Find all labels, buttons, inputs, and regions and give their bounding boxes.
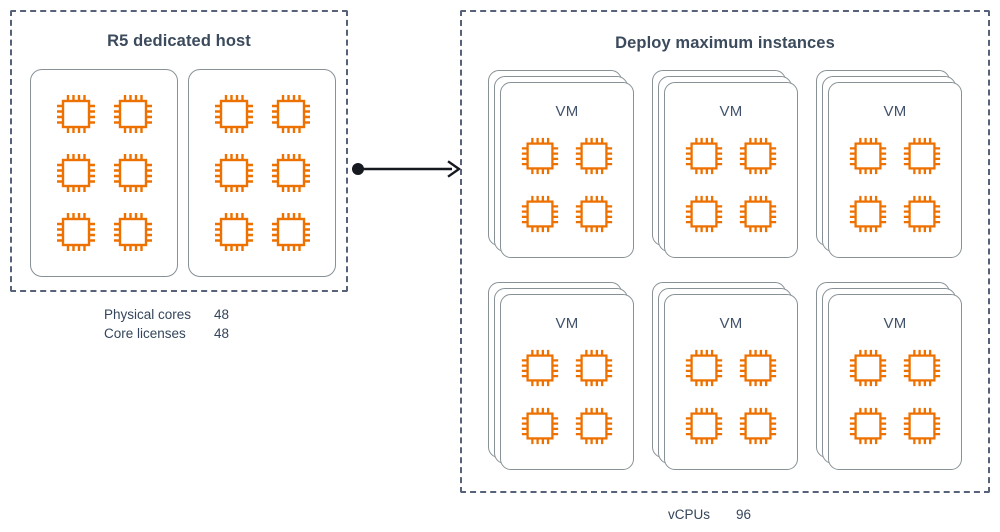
metric-value: 96 (736, 507, 752, 522)
cpu-chip-icon (573, 347, 615, 389)
vm-card-front: VM (828, 82, 962, 258)
cpu-chip-icon (269, 210, 313, 254)
deploy-panel-title: Deploy maximum instances (615, 34, 835, 52)
cpu-socket-box (30, 69, 178, 277)
cpu-chip-icon (683, 193, 725, 235)
vm-card-stack: VM (652, 70, 798, 258)
cpu-chip-icon (519, 193, 561, 235)
cpu-chip-icon (847, 405, 889, 447)
cpu-chip-icon (111, 92, 155, 136)
vm-card-front: VM (500, 294, 634, 470)
metric-value: 48 (214, 307, 230, 322)
metric-row: Core licenses 48 (104, 324, 254, 343)
cpu-chip-icon (683, 347, 725, 389)
cpu-chip-icon (737, 405, 779, 447)
vm-label: VM (883, 103, 907, 120)
host-panel: R5 dedicated host (10, 10, 348, 292)
cpu-chip-icon (847, 193, 889, 235)
cpu-chip-icon (269, 151, 313, 195)
vm-label: VM (719, 315, 743, 332)
cpu-chip-icon (212, 151, 256, 195)
cpu-chip-icon (212, 210, 256, 254)
cpu-socket-box (188, 69, 336, 277)
host-metrics: Physical cores 48 Core licenses 48 (104, 305, 254, 343)
cpu-chip-icon (111, 151, 155, 195)
metric-row: vCPUs 96 (668, 505, 776, 524)
cpu-chip-icon (901, 193, 943, 235)
cpu-chip-icon (269, 92, 313, 136)
cpu-chip-icon (212, 92, 256, 136)
cpu-chip-icon (54, 151, 98, 195)
metric-label: Core licenses (104, 326, 186, 341)
vm-card-front: VM (500, 82, 634, 258)
cpu-chip-icon (519, 135, 561, 177)
vm-card-stack: VM (488, 282, 634, 470)
vm-card-front: VM (828, 294, 962, 470)
cpu-chip-icon (847, 135, 889, 177)
cpu-chip-icon (573, 405, 615, 447)
vm-chip-grid (829, 339, 961, 459)
metric-label: vCPUs (668, 507, 711, 522)
vm-card-stack: VM (816, 282, 962, 470)
cpu-chip-icon (737, 193, 779, 235)
cpu-chip-icon (737, 135, 779, 177)
cpu-chip-icon (519, 347, 561, 389)
cpu-chip-icon (737, 347, 779, 389)
vm-card-stack: VM (488, 70, 634, 258)
deploy-panel: Deploy maximum instances VM VM (460, 10, 990, 493)
vm-label: VM (719, 103, 743, 120)
vm-chip-grid (501, 127, 633, 247)
vm-card-front: VM (664, 294, 798, 470)
cpu-chip-icon (683, 135, 725, 177)
cpu-chip-icon (683, 405, 725, 447)
arrow-start-dot (352, 163, 364, 175)
host-panel-title: R5 dedicated host (107, 32, 251, 50)
vm-chip-grid (665, 339, 797, 459)
cpu-chip-grid (31, 70, 177, 276)
metric-value: 48 (214, 326, 230, 341)
vm-card-stack: VM (816, 70, 962, 258)
vm-label: VM (555, 315, 579, 332)
cpu-chip-icon (901, 405, 943, 447)
vm-chip-grid (829, 127, 961, 247)
vm-chip-grid (665, 127, 797, 247)
cpu-chip-icon (573, 135, 615, 177)
cpu-chip-icon (847, 347, 889, 389)
cpu-chip-icon (111, 210, 155, 254)
cpu-chip-icon (573, 193, 615, 235)
metric-label: Physical cores (104, 307, 192, 322)
metric-row: Physical cores 48 (104, 305, 254, 324)
arrow-head-icon (447, 160, 462, 178)
deploy-metrics: vCPUs 96 (668, 505, 776, 524)
cpu-chip-icon (901, 135, 943, 177)
cpu-chip-icon (901, 347, 943, 389)
cpu-chip-icon (519, 405, 561, 447)
vm-label: VM (883, 315, 907, 332)
cpu-chip-icon (54, 92, 98, 136)
cpu-chip-icon (54, 210, 98, 254)
vm-card-stack: VM (652, 282, 798, 470)
vm-label: VM (555, 103, 579, 120)
vm-card-front: VM (664, 82, 798, 258)
flow-arrow (350, 150, 468, 188)
cpu-chip-grid (189, 70, 335, 276)
vm-chip-grid (501, 339, 633, 459)
